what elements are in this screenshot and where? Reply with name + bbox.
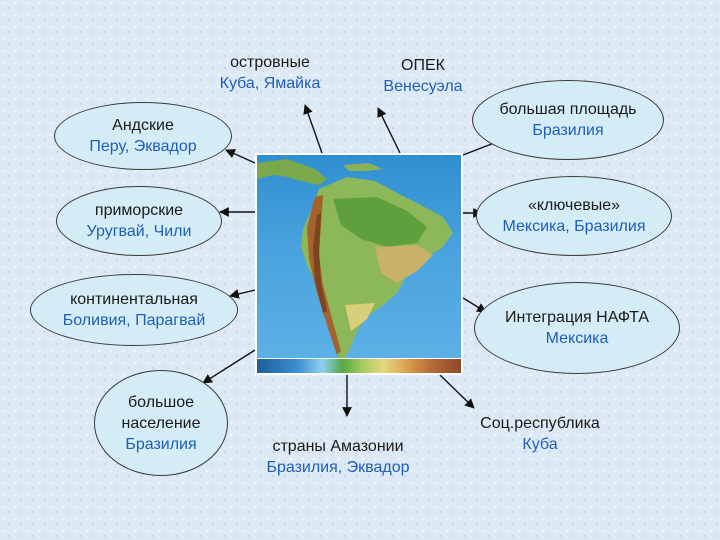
node-population-example: Бразилия <box>125 435 197 453</box>
node-islands-example: Куба, Ямайка <box>219 75 321 92</box>
node-continental: континентальная Боливия, Парагвай <box>30 274 238 346</box>
node-opec: ОПЕК Венесуэла <box>362 55 484 97</box>
node-socialist: Соц.республика Куба <box>455 413 625 455</box>
node-islands: островные Куба, Ямайка <box>200 52 340 94</box>
node-nafta-example: Мексика <box>545 330 609 347</box>
node-population-title-line2: население <box>121 414 201 432</box>
node-coastal-title: приморские <box>94 202 184 219</box>
node-socialist-example: Куба <box>522 436 558 453</box>
node-large-area-title: большая площадь <box>499 101 637 118</box>
arrow-socialist <box>439 374 475 409</box>
node-key: «ключевые» Мексика, Бразилия <box>476 176 672 256</box>
arrow-andean <box>225 149 256 164</box>
node-continental-title: континентальная <box>70 291 198 308</box>
arrow-population <box>202 349 256 384</box>
south-america-map <box>255 153 463 375</box>
arrow-continental <box>229 289 256 299</box>
node-nafta: Интеграция НАФТА Мексика <box>474 282 680 374</box>
node-andean-title: Андские <box>112 117 174 134</box>
node-coastal: приморские Уругвай, Чили <box>56 186 222 256</box>
node-amazon-title: страны Амазонии <box>272 438 404 455</box>
node-amazon-example: Бразилия, Эквадор <box>266 459 410 476</box>
node-continental-example: Боливия, Парагвай <box>62 312 206 329</box>
node-coastal-example: Уругвай, Чили <box>86 223 192 240</box>
node-key-title: «ключевые» <box>527 197 621 214</box>
arrow-islands <box>303 104 323 154</box>
node-socialist-title: Соц.республика <box>480 415 600 432</box>
arrow-opec <box>377 107 401 154</box>
node-large-area: большая площадь Бразилия <box>472 80 664 160</box>
node-population-title-line1: большое <box>127 393 194 411</box>
node-key-example: Мексика, Бразилия <box>502 218 646 235</box>
node-islands-title: островные <box>230 54 310 71</box>
node-population: большое население Бразилия <box>94 370 228 476</box>
node-opec-example: Венесуэла <box>383 78 463 95</box>
node-large-area-example: Бразилия <box>532 122 604 139</box>
node-andean-example: Перу, Эквадор <box>89 138 197 155</box>
node-opec-title: ОПЕК <box>401 57 445 74</box>
node-nafta-title: Интеграция НАФТА <box>504 309 650 326</box>
map-elevation-legend <box>257 358 461 373</box>
node-amazon: страны Амазонии Бразилия, Эквадор <box>237 436 439 478</box>
node-andean: Андские Перу, Эквадор <box>54 102 232 170</box>
continent-shape <box>257 159 453 361</box>
